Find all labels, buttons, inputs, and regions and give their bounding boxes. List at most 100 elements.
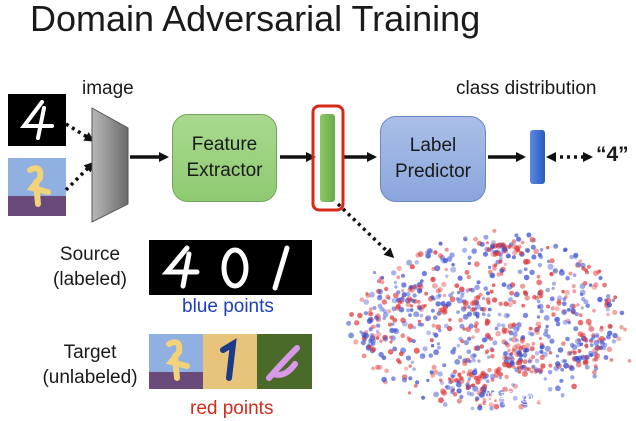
scatter-point [346,320,352,326]
scatter-point [552,281,556,286]
scatter-point [417,319,422,324]
scatter-point [586,264,592,269]
scatter-point [548,363,553,368]
scatter-point [483,234,489,240]
scatter-point [463,339,469,346]
scatter-point [513,351,520,358]
scatter-point [458,336,463,342]
scatter-point [619,310,625,316]
scatter-point [572,254,578,260]
scatter-point [442,363,447,368]
scatter-point [462,236,468,242]
scatter-point [581,266,586,271]
scatter-point [497,312,502,317]
scatter-point [466,380,470,384]
scatter-point [554,306,560,312]
scatter-point [509,360,515,366]
scatter-point [514,233,519,238]
scatter-point [564,289,570,296]
scatter-point [585,318,592,325]
scatter-point [559,378,564,383]
scatter-point [574,312,579,317]
scatter-point [505,313,510,318]
scatter-point [613,295,618,300]
scatter-point [457,275,463,281]
scatter-point [484,332,491,339]
scatter-point [456,388,462,394]
scatter-point [511,383,515,387]
target-label-line2: (unlabeled) [42,367,138,388]
scatter-point [499,272,504,276]
scatter-point [582,360,588,365]
scatter-point [417,251,424,257]
scatter-point [389,335,393,340]
scatter-point [400,289,405,293]
source-label-line1: Source [59,244,121,265]
scatter-point [440,388,446,395]
scatter-point [412,367,416,371]
scatter-point [498,256,503,261]
scatter-point [518,251,524,256]
scatter-point [449,377,455,384]
scatter-point [387,309,392,314]
scatter-point [406,259,412,266]
scatter-point [406,308,410,313]
scatter-point [579,292,584,297]
scatter-point [511,239,517,244]
scatter-point [531,364,536,369]
scatter-point [593,339,600,346]
scatter-point [415,380,420,385]
source-label-line2: (labeled) [53,269,127,290]
scatter-point [563,362,569,369]
scatter-point [536,299,541,304]
scatter-point [491,283,496,288]
scatter-point [450,390,454,394]
scatter-point [569,254,574,260]
scatter-point [474,284,480,291]
scatter-point [503,312,510,319]
scatter-point [458,355,462,360]
scatter-point [435,301,441,307]
scatter-point [546,304,550,309]
scatter-point [555,385,561,392]
scatter-point [534,368,539,373]
scatter-point [577,338,582,343]
scatter-point [590,332,596,338]
scatter-point [507,357,512,362]
scatter-point [446,256,453,262]
scatter-point [547,259,551,263]
scatter-point [585,270,589,275]
scatter-point [430,276,436,283]
scatter-point [530,370,534,374]
scatter-point [592,308,596,313]
scatter-point [512,395,518,401]
scatter-point [567,320,571,325]
scatter-point [372,270,377,275]
scatter-point [385,294,391,300]
scatter-point [462,300,469,307]
scatter-point [366,318,373,324]
scatter-point [469,392,475,397]
scatter-point [606,334,611,340]
scatter-point [555,361,561,367]
scatter-point [547,369,553,375]
scatter-point [370,341,376,347]
scatter-point [411,339,416,344]
scatter-point [407,391,412,395]
scatter-point [515,343,522,350]
scatter-point [551,286,555,290]
scatter-point [470,383,474,388]
scatter-point [529,332,535,337]
scatter-point [365,292,369,296]
target-digits-drawing [149,334,312,389]
digit-four-drawing [20,100,54,140]
scatter-point [361,353,367,359]
scatter-point [543,377,547,381]
scatter-point [454,359,461,365]
scatter-point [544,328,549,333]
scatter-point [526,232,532,238]
scatter-point [407,323,414,330]
scatter-point [444,267,448,272]
scatter-point [495,330,501,337]
scatter-point [400,317,406,324]
